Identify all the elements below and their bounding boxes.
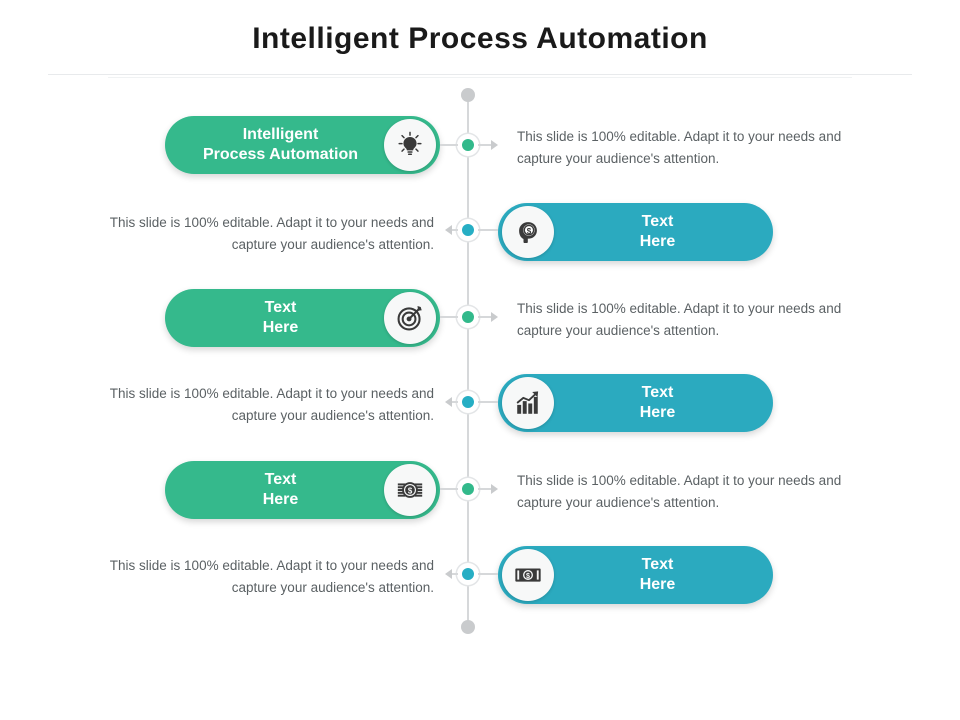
pill-row-5[interactable]: Text Here $ (165, 461, 440, 519)
timeline-dot (462, 483, 474, 495)
svg-text:$: $ (526, 572, 530, 580)
description-row-2: This slide is 100% editable. Adapt it to… (109, 215, 434, 252)
connector-arrow-row-2 (445, 225, 452, 235)
connector-stub-row-4-right (478, 401, 498, 403)
pill-label-line1: Text (641, 383, 674, 401)
pill-label-row-3: Text Here (193, 289, 368, 347)
timeline-node-row-2 (457, 219, 479, 241)
connector-stub-row-1-right (478, 144, 492, 146)
pill-label-row-2: Text Here (570, 203, 745, 261)
head-dollar-icon: $ (502, 206, 554, 258)
connector-arrow-row-1 (491, 140, 498, 150)
connector-stub-row-2-left (452, 229, 458, 231)
connector-arrow-row-4 (445, 397, 452, 407)
connector-stub-row-6-right (478, 573, 498, 575)
header-divider-inner (108, 77, 852, 78)
coins-stack-icon: $ (384, 464, 436, 516)
connector-stub-row-6-left (452, 573, 458, 575)
pill-label-line1: Text (264, 470, 297, 488)
timeline-cap-bottom (461, 620, 475, 634)
growth-chart-icon (502, 377, 554, 429)
pill-row-6[interactable]: Text Here $ (498, 546, 773, 604)
pill-row-2[interactable]: Text Here $ (498, 203, 773, 261)
timeline-dot (462, 224, 474, 236)
pill-row-1[interactable]: Intelligent Process Automation (165, 116, 440, 174)
pill-label-row-1: Intelligent Process Automation (183, 116, 378, 174)
timeline-dot (462, 568, 474, 580)
timeline-node-row-5 (457, 478, 479, 500)
connector-stub-row-5-left (440, 488, 458, 490)
timeline-node-row-1 (457, 134, 479, 156)
connector-stub-row-5-right (478, 488, 492, 490)
timeline-dot (462, 396, 474, 408)
connector-stub-row-3-left (440, 316, 458, 318)
pill-label-line2: Here (639, 404, 676, 421)
timeline-node-row-6 (457, 563, 479, 585)
description-row-4: This slide is 100% editable. Adapt it to… (109, 386, 434, 423)
pill-label-line2: Here (262, 491, 299, 508)
pill-row-3[interactable]: Text Here (165, 289, 440, 347)
pill-label-row-4: Text Here (570, 374, 745, 432)
timeline-axis (467, 92, 469, 628)
pill-label-line2: Here (262, 319, 299, 336)
banknote-icon: $ (502, 549, 554, 601)
target-icon (384, 292, 436, 344)
connector-stub-row-2-right (478, 229, 498, 231)
connector-stub-row-3-right (478, 316, 492, 318)
description-row-6: This slide is 100% editable. Adapt it to… (109, 558, 434, 595)
lightbulb-icon (384, 119, 436, 171)
pill-row-4[interactable]: Text Here (498, 374, 773, 432)
page-title: Intelligent Process Automation (252, 22, 708, 55)
connector-stub-row-4-left (452, 401, 458, 403)
pill-label-row-5: Text Here (193, 461, 368, 519)
svg-text:$: $ (527, 227, 532, 236)
pill-label-line2: Here (639, 233, 676, 250)
description-row-1: This slide is 100% editable. Adapt it to… (517, 129, 842, 166)
connector-arrow-row-5 (491, 484, 498, 494)
timeline-cap-top (461, 88, 475, 102)
pill-label-line1: Text (641, 555, 674, 573)
timeline-dot (462, 139, 474, 151)
description-row-5: This slide is 100% editable. Adapt it to… (517, 473, 842, 510)
connector-arrow-row-3 (491, 312, 498, 322)
pill-label-line1: Text (641, 212, 674, 230)
connector-stub-row-1-left (440, 144, 458, 146)
timeline-node-row-4 (457, 391, 479, 413)
pill-label-line2: Here (639, 576, 676, 593)
timeline-dot (462, 311, 474, 323)
connector-arrow-row-6 (445, 569, 452, 579)
description-row-3: This slide is 100% editable. Adapt it to… (517, 301, 842, 338)
svg-text:$: $ (408, 486, 413, 495)
timeline-node-row-3 (457, 306, 479, 328)
pill-label-row-6: Text Here (570, 546, 745, 604)
header-divider (48, 74, 912, 75)
pill-label-line1: Text (264, 298, 297, 316)
pill-label-line1: Intelligent (242, 125, 319, 143)
pill-label-line2: Process Automation (203, 146, 358, 163)
